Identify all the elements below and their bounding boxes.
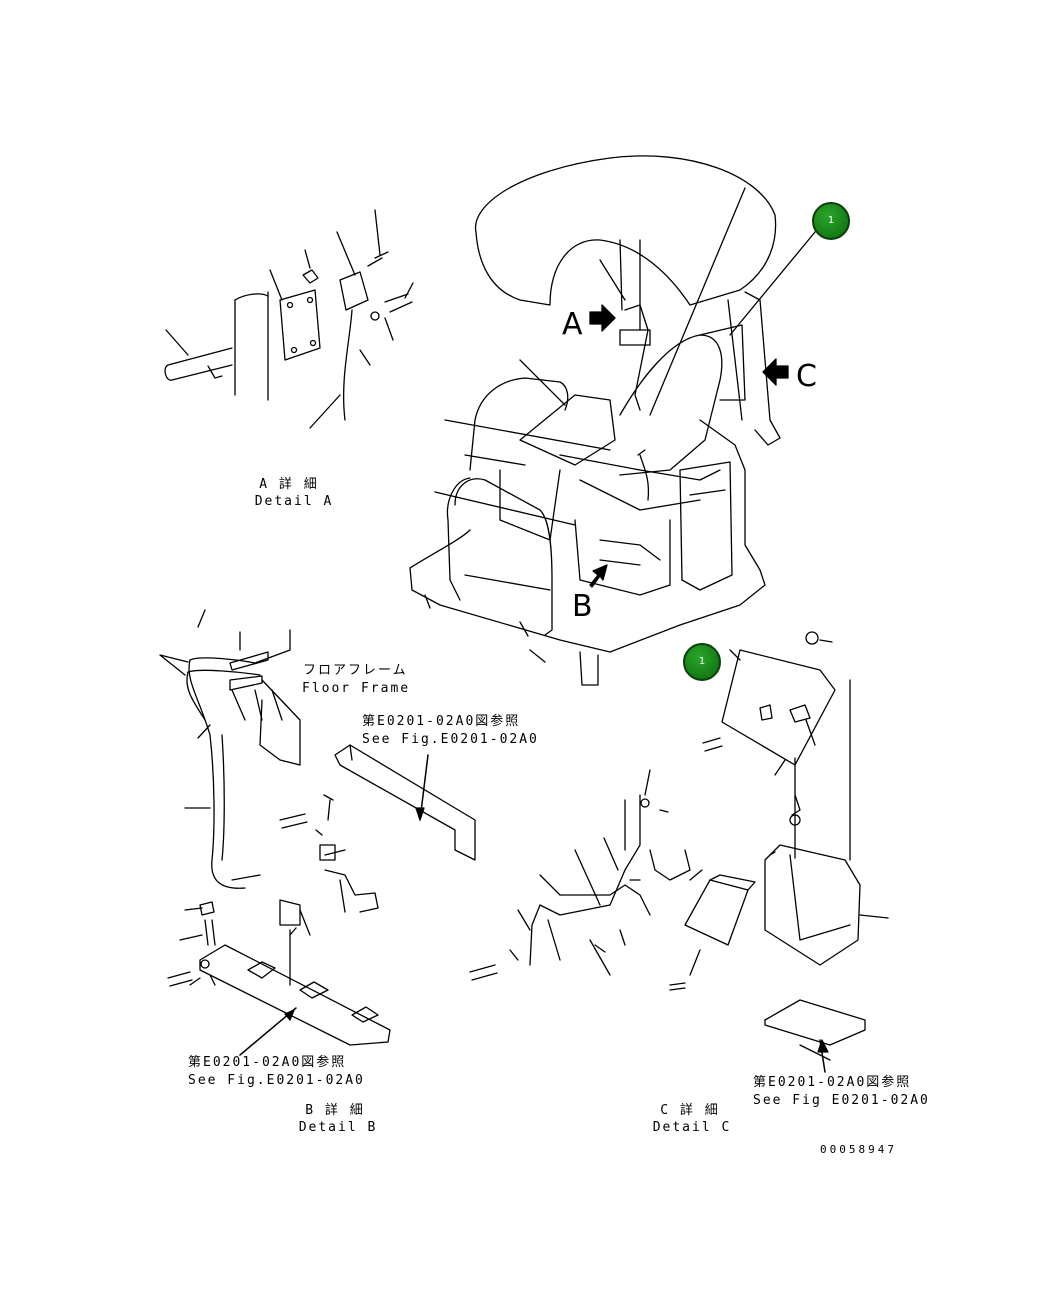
ref-left-label-en: See Fig.E0201-02A0: [188, 1073, 365, 1088]
ref-arrow-left: [284, 1009, 295, 1021]
ref-arrow-mid: [415, 807, 425, 821]
view-arrow-a: [589, 304, 616, 332]
detail-a-caption-jp: A 詳 細: [259, 477, 319, 492]
view-arrow-b: [589, 564, 608, 588]
ref-arrow-right: [817, 1039, 829, 1053]
callout-marker-1b[interactable]: 1: [683, 643, 721, 681]
ref-mid-label-jp: 第E0201-02A0図参照: [362, 714, 521, 729]
view-label-b: B: [572, 589, 593, 624]
detail-a-drawing: [164, 209, 414, 429]
detail-c-caption-jp: C 詳 細: [660, 1103, 720, 1118]
drawing-number: 00058947: [820, 1143, 897, 1156]
detail-c-caption-en: Detail C: [652, 1120, 732, 1135]
u-bolt: [164, 347, 233, 381]
detail-b-caption-jp: B 詳 細: [305, 1103, 365, 1118]
rops-frame: [464, 377, 569, 471]
harness-tube: [209, 734, 246, 889]
ref-right-label-jp: 第E0201-02A0図参照: [753, 1075, 912, 1090]
plate-b: [199, 944, 391, 1046]
detail-b-drawing: [159, 609, 476, 1056]
view-arrow-c: [762, 358, 789, 386]
floor-frame: [259, 679, 301, 766]
canopy-roof: [474, 155, 777, 306]
floor-frame-label-jp: フロアフレーム: [303, 663, 408, 678]
ref-left-label-jp: 第E0201-02A0図参照: [188, 1055, 347, 1070]
detail-b-caption-en: Detail B: [298, 1120, 378, 1135]
detail-c-drawing: [469, 631, 889, 1073]
callout-marker-1[interactable]: 1: [812, 202, 850, 240]
detail-a-caption-en: Detail A: [254, 494, 334, 509]
bracket-plate: [279, 289, 321, 361]
operator-seat: [619, 334, 723, 476]
connector-b: [319, 799, 336, 861]
ref-right-label-en: See Fig E0201-02A0: [753, 1093, 930, 1108]
floor-frame-label-en: Floor Frame: [302, 681, 411, 696]
controller-box: [684, 879, 749, 946]
cover-upper: [721, 649, 836, 766]
floor-plate: [409, 419, 766, 653]
machine-main-view: [409, 155, 816, 686]
canopy-post: [744, 291, 781, 446]
base-plate-c: [764, 999, 866, 1046]
relay-box: [339, 271, 369, 311]
pillar: [234, 291, 269, 401]
view-label-c: C: [796, 359, 817, 394]
channel: [334, 744, 476, 861]
ref-mid-label-en: See Fig.E0201-02A0: [362, 732, 539, 747]
bracket-c: [764, 844, 861, 966]
view-label-a: A: [562, 307, 583, 342]
